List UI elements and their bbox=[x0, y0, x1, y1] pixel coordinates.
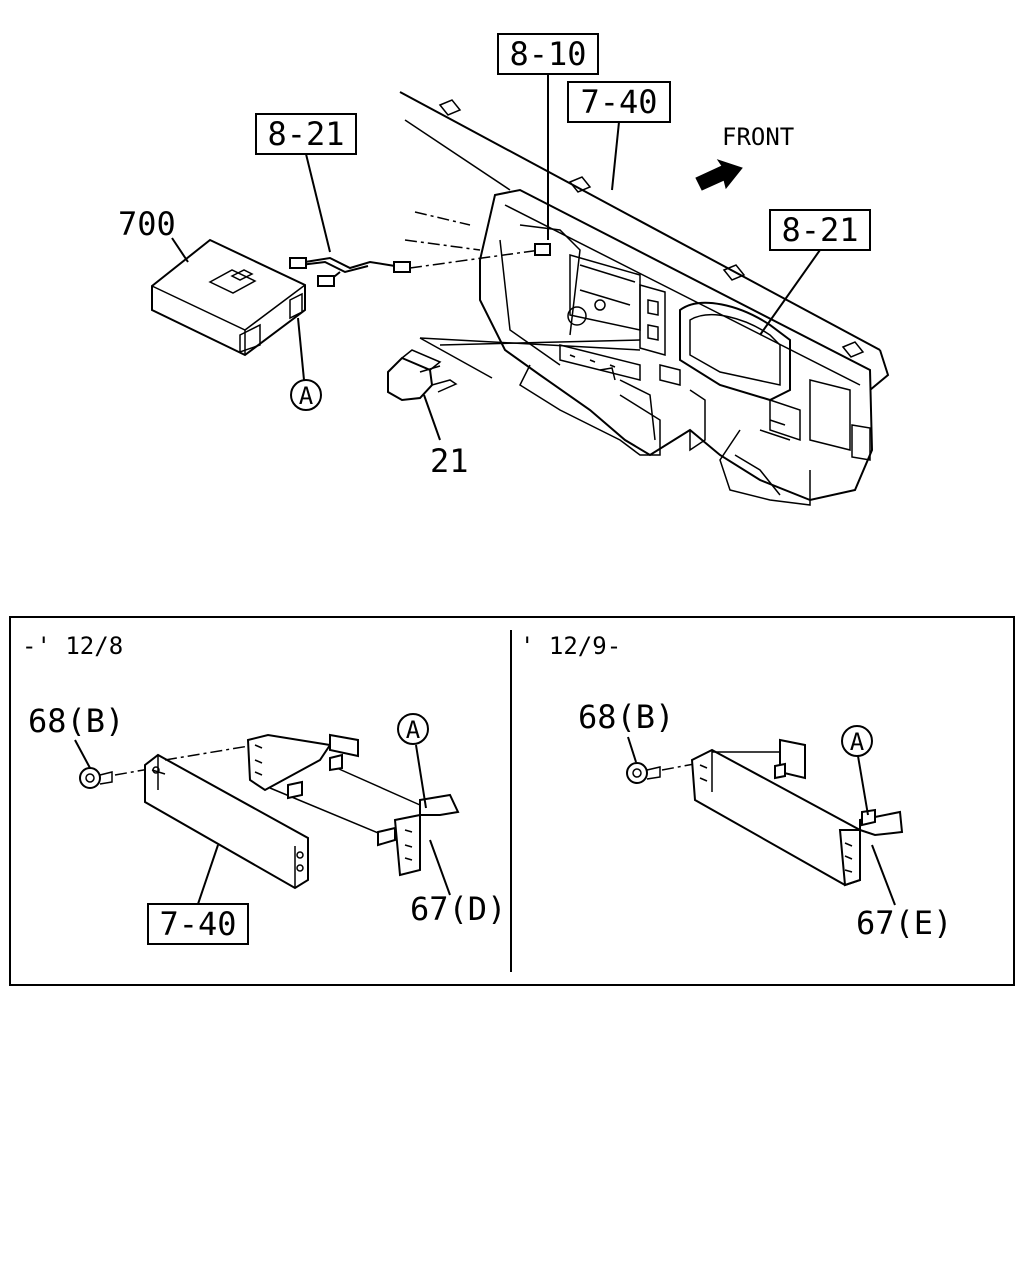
callout-8-10: 8-10 bbox=[497, 33, 599, 240]
inset-left-bracket-label: 67(D) bbox=[410, 890, 506, 928]
bracket-67d bbox=[246, 733, 460, 877]
inset-left: -' 12/8 68(B) bbox=[22, 632, 506, 945]
module-7-40 bbox=[144, 753, 309, 890]
front-direction-indicator: FRONT bbox=[695, 123, 794, 191]
callout-8-10-label: 8-10 bbox=[509, 35, 586, 73]
front-label: FRONT bbox=[722, 123, 794, 151]
bracket-67e bbox=[690, 738, 904, 887]
inset-right-bolt-label: 68(B) bbox=[578, 698, 674, 736]
bolt-68-right bbox=[626, 762, 661, 784]
inset-right: ' 12/9- 68(B) A 67(E) bbox=[520, 632, 952, 942]
callout-7-40-top-label: 7-40 bbox=[580, 83, 657, 121]
marker-a-top: A bbox=[299, 382, 314, 410]
callout-8-21-right: 8-21 bbox=[759, 209, 871, 336]
inset-left-bolt-label: 68(B) bbox=[28, 702, 124, 740]
control-unit-700: 700 A bbox=[118, 205, 322, 411]
callout-8-21-right-label: 8-21 bbox=[781, 211, 858, 249]
marker-a-right: A bbox=[850, 728, 865, 756]
wiring-harness bbox=[289, 256, 411, 287]
front-arrow-icon bbox=[695, 159, 743, 191]
callout-8-21-left: 8-21 bbox=[255, 113, 357, 253]
callout-8-21-left-label: 8-21 bbox=[267, 115, 344, 153]
dashboard-assembly bbox=[399, 91, 890, 506]
variants-frame bbox=[9, 616, 1015, 986]
part-21-label: 21 bbox=[430, 442, 469, 480]
inset-left-ref-label: 7-40 bbox=[159, 905, 236, 943]
marker-a-left: A bbox=[406, 716, 421, 744]
bolt-68-left bbox=[79, 767, 113, 789]
part-700-label: 700 bbox=[118, 205, 176, 243]
callout-7-40-top: 7-40 bbox=[567, 81, 671, 191]
inset-right-bracket-label: 67(E) bbox=[856, 904, 952, 942]
inset-left-date: -' 12/8 bbox=[22, 632, 123, 660]
inset-right-date: ' 12/9- bbox=[520, 632, 621, 660]
switch-21: 21 bbox=[387, 349, 469, 480]
